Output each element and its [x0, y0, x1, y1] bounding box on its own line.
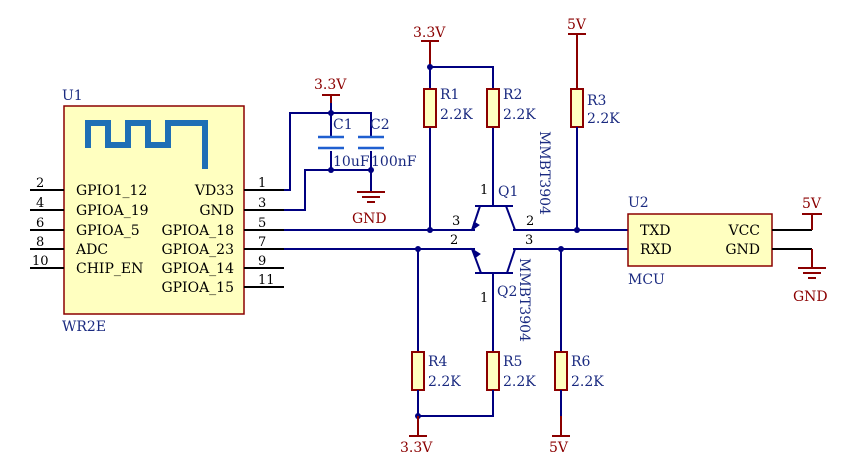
power-label-5v: 5V	[567, 17, 587, 33]
u2-ref: U2	[628, 195, 649, 211]
power-port-3v3	[322, 94, 340, 103]
power-port-5v	[568, 33, 586, 89]
u1-pin-label: GPIO1_12	[76, 183, 147, 199]
gnd-label: GND	[352, 211, 387, 227]
power-label-3v3: 3.3V	[413, 25, 446, 41]
q2-part: MMBT3904	[516, 258, 532, 342]
u1-pin-number: 8	[36, 235, 44, 250]
r1-ref: R1	[440, 87, 459, 103]
q1-collector-pin: 2	[526, 214, 534, 229]
u1-pin-number: 4	[36, 196, 44, 211]
u1-pin-label: GPIOA_18	[161, 223, 234, 239]
u1-pin-label: CHIP_EN	[76, 261, 143, 277]
c2-value: 100nF	[371, 154, 417, 170]
r1-value: 2.2K	[440, 107, 473, 123]
u1-pin-label: GPIOA_23	[161, 242, 234, 258]
q2-collector-pin: 3	[525, 233, 533, 248]
power-label-3v3: 3.3V	[314, 77, 347, 93]
u2-mcu[interactable]	[627, 213, 812, 267]
u1-pin-number: 6	[36, 216, 44, 231]
r6-ref: R6	[571, 354, 591, 370]
r3-ref: R3	[587, 93, 606, 109]
c1-ref: C1	[333, 117, 353, 133]
u1-ref: U1	[62, 88, 83, 104]
resistor-r4[interactable]	[411, 351, 425, 391]
ground-icon	[798, 267, 826, 279]
u1-pin-label: VD33	[194, 183, 234, 199]
q1-emitter-pin: 3	[452, 214, 460, 229]
u1-pin-label: GPIOA_14	[161, 261, 234, 277]
u1-pin-label: GPIOA_19	[76, 203, 149, 219]
power-label-5v: 5V	[549, 440, 569, 456]
u1-pin-number: 9	[258, 254, 266, 269]
ground-icon	[357, 191, 385, 203]
u1-pin-number: 3	[258, 196, 266, 211]
u1-name: WR2E	[62, 319, 106, 335]
r2-ref: R2	[503, 87, 522, 103]
resistor-r2[interactable]	[486, 88, 500, 128]
u2-pin-label: GND	[725, 242, 760, 258]
resistor-r5[interactable]	[486, 351, 500, 391]
q2-ref: Q2	[497, 284, 517, 300]
c1-value: 10uF	[333, 154, 370, 170]
u1-pin-label: GPIOA_15	[161, 280, 234, 296]
power-port-3v3-top	[421, 40, 439, 67]
u1-pin-number: 5	[258, 216, 266, 231]
q2-base-pin: 1	[480, 291, 488, 306]
r3-value: 2.2K	[587, 111, 620, 127]
r4-value: 2.2K	[428, 374, 461, 390]
c2-ref: C2	[370, 117, 390, 133]
capacitor-c2[interactable]	[358, 135, 384, 150]
antenna-icon	[85, 120, 208, 169]
u1-pin-number: 10	[32, 254, 49, 269]
u1-pin-number: 1	[258, 176, 266, 191]
q2-emitter-pin: 2	[450, 233, 458, 248]
u2-pin-label: TXD	[640, 223, 671, 239]
resistor-r6[interactable]	[554, 351, 568, 391]
transistor-q2[interactable]	[470, 247, 516, 288]
r4-ref: R4	[428, 354, 448, 370]
q1-part: MMBT3904	[536, 131, 552, 215]
power-label-5v: 5V	[802, 196, 822, 212]
gnd-label: GND	[793, 289, 828, 305]
u1-pin-number: 11	[258, 273, 275, 288]
u1-module[interactable]	[30, 105, 284, 315]
resistor-r1[interactable]	[423, 88, 437, 128]
u1-pin-label: GPIOA_5	[76, 223, 140, 239]
u1-pin-label: ADC	[75, 242, 108, 258]
u2-pin-label: RXD	[640, 242, 672, 258]
resistor-r3[interactable]	[570, 88, 584, 128]
u1-pin-number: 7	[258, 235, 266, 250]
power-label-3v3: 3.3V	[400, 440, 433, 456]
u2-name: MCU	[628, 272, 665, 288]
r5-ref: R5	[503, 354, 522, 370]
u1-pin-number: 2	[36, 176, 44, 191]
r2-value: 2.2K	[503, 107, 536, 123]
r6-value: 2.2K	[571, 374, 604, 390]
r5-value: 2.2K	[503, 374, 536, 390]
u1-pin-label: GND	[199, 203, 234, 219]
decoupling-network	[284, 103, 374, 211]
q1-ref: Q1	[498, 184, 518, 200]
transistor-q1[interactable]	[471, 200, 516, 232]
u2-pin-label: VCC	[727, 223, 760, 239]
capacitor-c1[interactable]	[318, 135, 344, 150]
q1-base-pin: 1	[480, 183, 488, 198]
